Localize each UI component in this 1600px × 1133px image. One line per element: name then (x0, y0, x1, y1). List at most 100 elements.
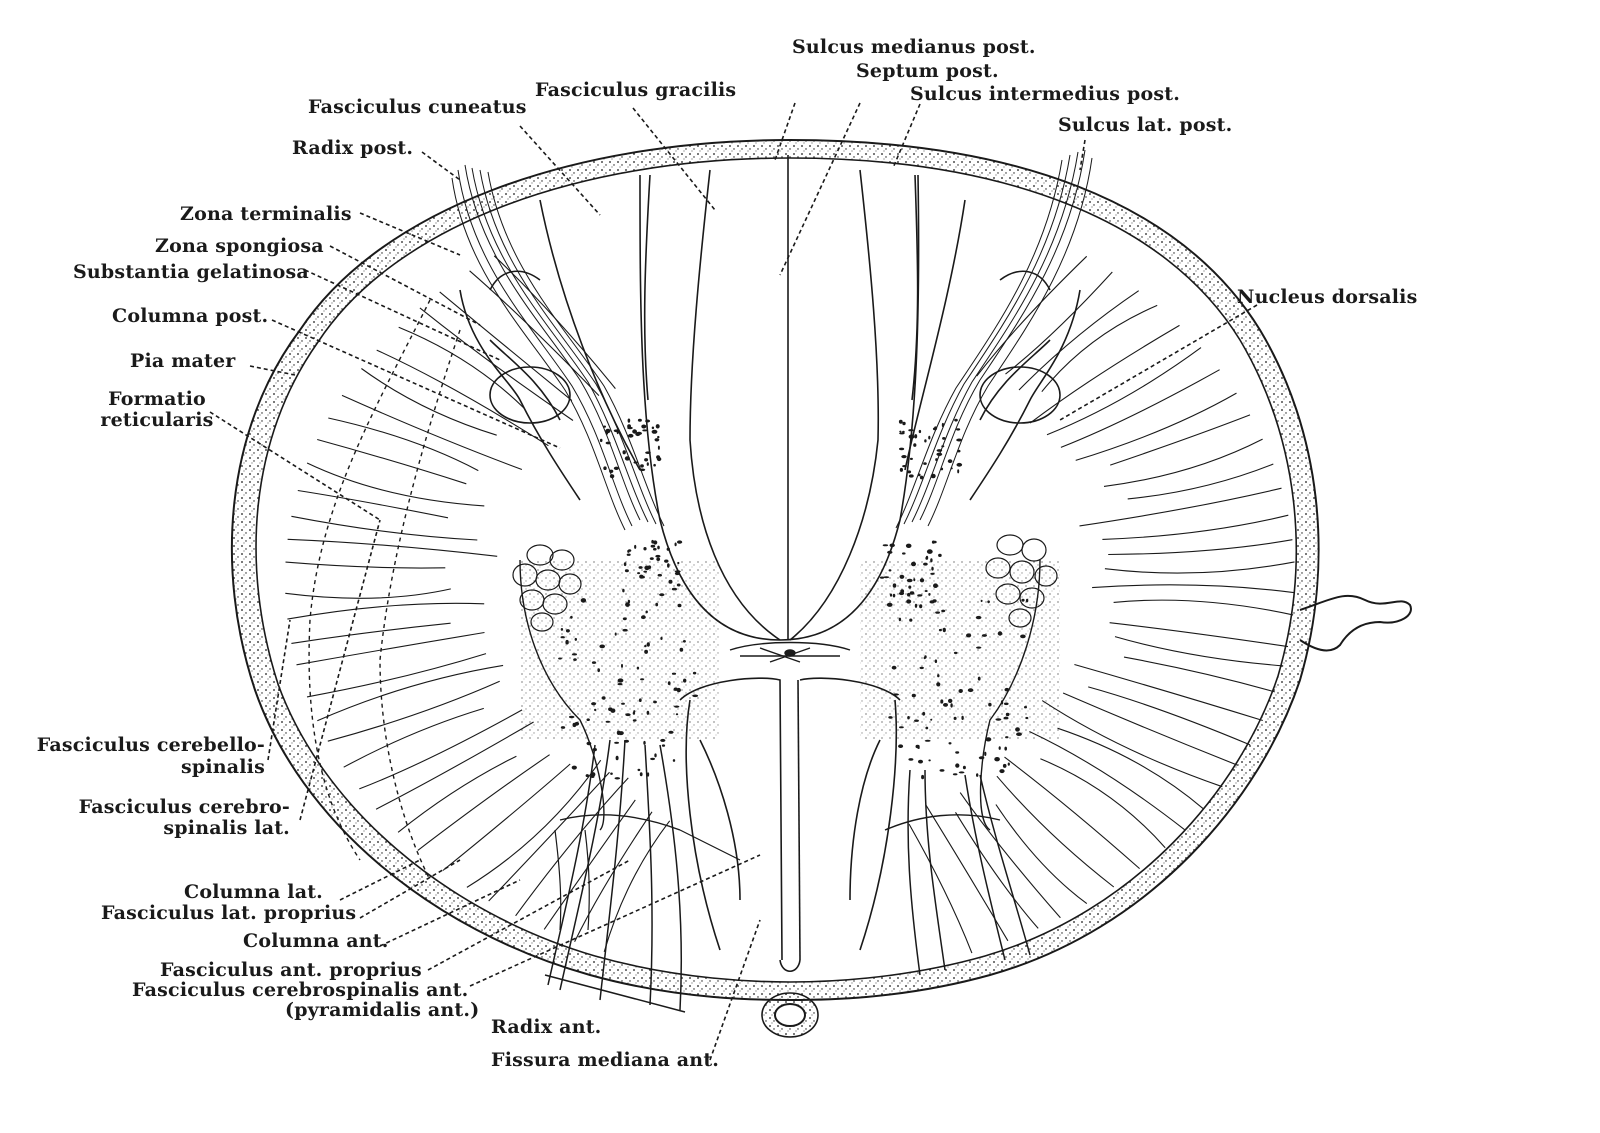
septum-line (1114, 636, 1284, 667)
cell-body-dot (626, 553, 631, 556)
cell-body-dot (667, 563, 670, 568)
central-canal-region (729, 641, 851, 663)
cell-body-dot (621, 702, 625, 705)
cell-body-dot (622, 450, 626, 455)
cell-body-dot (919, 604, 923, 609)
cell-body-dot (893, 693, 899, 696)
cell-body-dot (908, 434, 915, 439)
label-sulcus-intermedius-post: Sulcus intermedius post. (910, 83, 1181, 105)
cell-body-dot (656, 457, 662, 462)
septum-line (493, 255, 616, 389)
cell-body-dot (941, 422, 945, 428)
cell-body-dot (908, 585, 912, 589)
cell-body-dot (580, 598, 587, 603)
cell-body-dot (917, 746, 920, 750)
white-matter-septa (285, 255, 1295, 954)
cell-body-dot (682, 640, 686, 643)
septum-line (1041, 304, 1158, 393)
cell-body-dot (646, 710, 650, 715)
cell-body-dot (591, 702, 597, 706)
cell-body-dot (558, 657, 562, 660)
cell-body-dot (666, 547, 670, 551)
cell-body-dot (650, 757, 655, 761)
septum-line (376, 349, 549, 447)
cell-body-dot (660, 636, 663, 641)
cell-body-dot (668, 579, 673, 584)
cell-body-dot (627, 424, 631, 429)
septum-line (1074, 663, 1263, 722)
cell-body-dot (599, 438, 603, 443)
cell-body-dot (636, 431, 642, 435)
cell-body-dot (572, 653, 577, 656)
cell-body-dot (900, 589, 905, 594)
label-fasciculus-cuneatus: Fasciculus cuneatus (308, 96, 527, 118)
cell-body-dot (656, 557, 661, 561)
tract-boundaries (308, 299, 461, 881)
cell-body-dot (899, 574, 905, 579)
cell-body-dot (919, 475, 924, 480)
cell-body-dot (644, 458, 649, 462)
cell-body-dot (952, 773, 958, 776)
cell-body-dot (906, 599, 912, 604)
cell-body-dot (888, 569, 892, 572)
cell-body-dot (938, 628, 942, 632)
cell-body-dot (671, 672, 677, 675)
cell-body-dot (980, 599, 983, 603)
cell-body-dot (898, 419, 903, 424)
cell-body-dot (1021, 598, 1025, 602)
cell-body-dot (941, 445, 945, 448)
cell-body-dot (1016, 732, 1022, 736)
cell-body-dot (902, 552, 906, 555)
cell-body-dot (917, 594, 923, 597)
cell-body-dot (654, 438, 660, 442)
cell-body-dot (640, 464, 644, 468)
septum-line (296, 631, 485, 666)
septum-line (515, 777, 629, 917)
cell-body-dot (571, 765, 577, 770)
label-sulcus-medianus-post: Sulcus medianus post. (792, 36, 1036, 58)
cell-body-dot (935, 611, 940, 614)
cell-body-dot (889, 593, 893, 597)
cell-body-dot (659, 593, 665, 597)
cell-body-dot (592, 748, 597, 752)
label-cerebrospinalis-lat-line2: spinalis lat. (163, 817, 290, 839)
cell-body-dot (911, 693, 916, 698)
cell-body-dot (627, 418, 631, 423)
septum-line (1110, 414, 1251, 466)
cell-body-dot (636, 666, 640, 670)
cell-body-dot (976, 773, 979, 777)
cell-body-dot (899, 467, 904, 472)
cell-body-dot (1005, 736, 1009, 739)
cell-body-dot (672, 759, 676, 762)
cell-body-dot (913, 578, 916, 582)
cell-body-dot (560, 726, 566, 729)
cell-body-dot (692, 694, 699, 698)
denticulate-ligament (1299, 594, 1412, 652)
cell-body-dot (907, 592, 911, 597)
cell-body-dot (625, 713, 631, 717)
cell-body-dot (624, 739, 629, 743)
cell-body-dot (615, 755, 619, 761)
cell-body-dot (661, 744, 666, 747)
cell-body-dot (627, 433, 634, 438)
cell-body-dot (614, 632, 617, 636)
septum-line (419, 307, 574, 421)
cell-body-dot (621, 663, 623, 668)
cell-body-dot (653, 547, 657, 551)
cell-body-dot (605, 431, 609, 435)
cell-body-dot (902, 421, 906, 426)
cell-body-dot (924, 590, 928, 592)
cell-body-dot (623, 562, 627, 567)
cell-body-dot (1003, 716, 1009, 720)
cell-body-dot (655, 554, 661, 558)
cell-body-dot (560, 636, 565, 639)
cell-body-dot (981, 634, 988, 637)
septum-line (1123, 656, 1275, 693)
cell-body-dot (627, 549, 632, 552)
cell-body-dot (928, 593, 931, 596)
cell-body-dot (958, 689, 963, 693)
septum-line (1104, 561, 1295, 574)
label-pia-mater: Pia mater (130, 350, 236, 372)
cell-body-dot (676, 687, 681, 693)
label-nucleus-dorsalis: Nucleus dorsalis (1237, 286, 1418, 308)
